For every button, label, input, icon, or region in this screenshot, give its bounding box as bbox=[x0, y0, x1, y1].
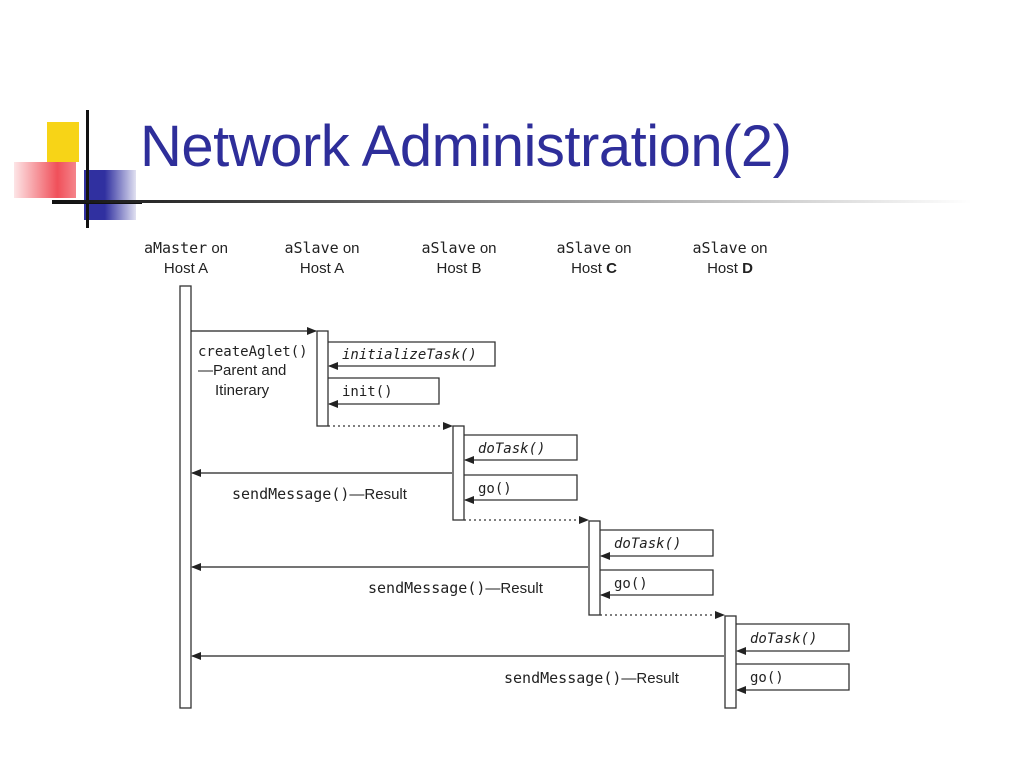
participant-name: aSlave bbox=[692, 239, 746, 257]
go-label-c: go() bbox=[614, 576, 648, 592]
participant-name: aSlave bbox=[421, 239, 475, 257]
svg-text:aSlave on: aSlave on bbox=[284, 239, 359, 257]
participant-header-slave-b: aSlave on Host B bbox=[421, 239, 496, 277]
svg-text:Host A: Host A bbox=[164, 260, 208, 277]
svg-text:Host C: Host C bbox=[571, 260, 617, 277]
init-self-call bbox=[328, 377, 440, 408]
title-decoration bbox=[0, 100, 142, 230]
participant-name: aSlave bbox=[284, 239, 338, 257]
svg-text:Host A: Host A bbox=[300, 260, 344, 277]
go-label-d: go() bbox=[750, 670, 784, 686]
initialize-task-self-call bbox=[328, 341, 496, 370]
create-aglet-label-line2: —Parent and bbox=[198, 362, 286, 379]
svg-text:aSlave on: aSlave on bbox=[421, 239, 496, 257]
dotask-label-b: doTask() bbox=[478, 441, 545, 457]
send-message-label-b: sendMessage()—Result bbox=[232, 485, 408, 503]
dotask-self-call-b bbox=[464, 434, 578, 464]
activation-bar-slave-d bbox=[724, 615, 737, 709]
title-underline bbox=[52, 200, 972, 203]
activation-bar-slave-a bbox=[316, 330, 329, 427]
participant-header-slave-a: aSlave on Host A bbox=[284, 239, 359, 277]
create-aglet-label: createAglet() bbox=[198, 344, 308, 360]
deco-blue-square bbox=[84, 170, 136, 220]
initialize-task-label: initializeTask() bbox=[342, 347, 477, 363]
dotask-label-c: doTask() bbox=[614, 536, 681, 552]
participant-header-slave-c: aSlave on Host C bbox=[556, 239, 631, 277]
activation-bar-slave-b bbox=[452, 425, 465, 521]
send-message-label-c: sendMessage()—Result bbox=[368, 579, 544, 597]
go-self-call-d bbox=[736, 663, 850, 694]
host-id: C bbox=[606, 260, 617, 277]
go-label-b: go() bbox=[478, 481, 512, 497]
participant-header-slave-d: aSlave on Host D bbox=[692, 239, 767, 277]
deco-vertical-line bbox=[86, 110, 89, 228]
activation-bar-master bbox=[179, 285, 192, 709]
send-message-label-d: sendMessage()—Result bbox=[504, 669, 680, 687]
participant-name: aSlave bbox=[556, 239, 610, 257]
go-self-call-b bbox=[464, 474, 578, 504]
svg-text:aSlave on: aSlave on bbox=[556, 239, 631, 257]
create-aglet-label-line3: Itinerary bbox=[215, 382, 270, 399]
deco-red-square bbox=[14, 162, 76, 198]
svg-text:aMaster on: aMaster on bbox=[144, 239, 228, 257]
host-id: B bbox=[472, 260, 482, 277]
init-label: init() bbox=[342, 384, 393, 400]
participant-header-master: aMaster on Host A bbox=[144, 239, 228, 277]
dotask-self-call-d bbox=[736, 623, 850, 655]
svg-text:Host D: Host D bbox=[707, 260, 753, 277]
deco-yellow-square bbox=[47, 122, 79, 162]
svg-text:Host B: Host B bbox=[436, 260, 481, 277]
host-id: D bbox=[742, 260, 753, 277]
host-id: A bbox=[334, 260, 344, 277]
participant-name: aMaster bbox=[144, 239, 207, 257]
go-self-call-c bbox=[600, 569, 714, 599]
slide-title: Network Administration(2) bbox=[140, 114, 792, 179]
host-id: A bbox=[198, 260, 208, 277]
dotask-label-d: doTask() bbox=[750, 631, 817, 647]
svg-text:aSlave on: aSlave on bbox=[692, 239, 767, 257]
activation-bar-slave-c bbox=[588, 520, 601, 616]
dotask-self-call-c bbox=[600, 529, 714, 560]
